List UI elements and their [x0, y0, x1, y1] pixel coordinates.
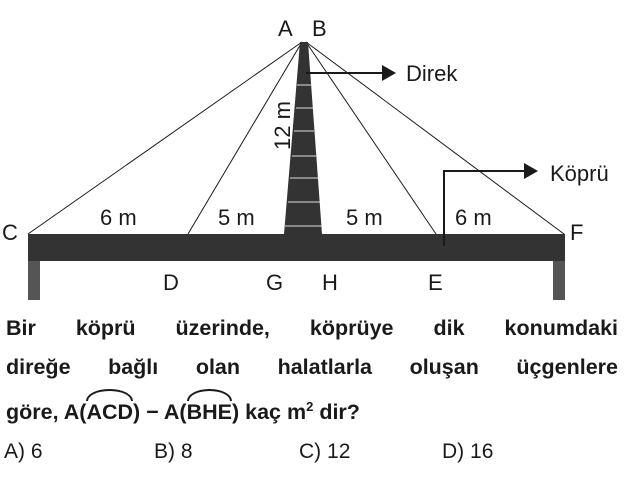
superscript: 2 — [306, 399, 314, 414]
height-label: 12 m — [270, 101, 295, 150]
cable-ad — [187, 41, 303, 235]
option-d[interactable]: D) 16 — [442, 440, 494, 463]
kopru-label: Köprü — [550, 161, 609, 186]
q-text: ) − A( — [133, 400, 187, 425]
q-text: ) kaç m — [232, 400, 307, 425]
triangle-bhe: BHE — [186, 389, 233, 432]
left-leg — [28, 261, 40, 300]
length-ef: 6 m — [455, 205, 492, 230]
triangle-acd: ACD — [86, 389, 133, 432]
point-a: A — [278, 16, 293, 41]
right-leg — [553, 261, 565, 300]
length-dg: 5 m — [218, 205, 255, 230]
mast-stripes — [285, 84, 322, 227]
option-c[interactable]: C) 12 — [299, 440, 351, 463]
question-line-3: göre, A(ACD) − A(BHE) kaç m2 dir? — [6, 387, 618, 432]
point-b: B — [312, 16, 327, 41]
kopru-arrow — [443, 163, 538, 246]
question-line-1: Bir köprü üzerinde, köprüye dik konumdak… — [6, 316, 618, 340]
length-cd: 6 m — [100, 205, 137, 230]
point-h: H — [322, 270, 338, 295]
q-text: dir? — [313, 400, 360, 425]
point-e: E — [428, 270, 443, 295]
point-c: C — [2, 220, 18, 245]
question-line-2: direğe bağlı olan halatlarla oluşan üçge… — [6, 355, 618, 379]
bridge-diagram: A B C F D G H E Direk Köprü 6 m 5 m 5 m … — [2, 16, 609, 300]
direk-label: Direk — [406, 61, 458, 86]
mast — [284, 42, 322, 234]
option-a[interactable]: A) 6 — [4, 440, 43, 463]
bridge-deck — [28, 234, 565, 261]
point-d: D — [163, 270, 179, 295]
question-text: Bir köprü üzerinde, köprüye dik konumdak… — [6, 309, 618, 432]
option-b[interactable]: B) 8 — [154, 440, 193, 463]
point-f: F — [570, 220, 583, 245]
q-text: göre, A( — [6, 400, 87, 425]
length-he: 5 m — [346, 205, 383, 230]
cable-ac — [27, 41, 303, 235]
point-g: G — [266, 270, 283, 295]
